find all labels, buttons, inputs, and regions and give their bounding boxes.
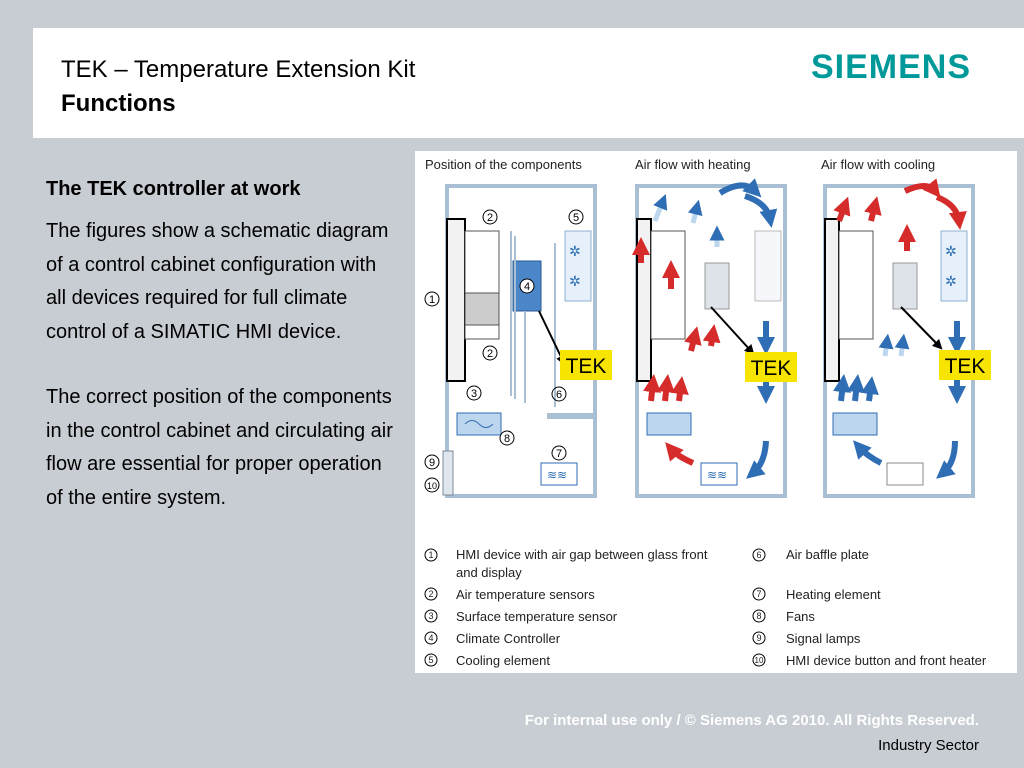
text-column: The TEK controller at work The figures s… [46,178,396,515]
cooling-element [564,230,592,302]
legend-item-6: Air baffle plate [786,547,869,562]
legend-item-4: Climate Controller [456,631,561,646]
hmi-device [446,218,466,382]
svg-text:9: 9 [756,633,761,643]
svg-text:10: 10 [755,656,764,665]
tek-label-1: TEK [560,350,612,380]
cooling-glyph: ✲ [569,243,581,259]
svg-text:≋≋: ≋≋ [707,468,727,482]
schematic-figure: Position of the components Air flow with… [415,151,1017,673]
callout-2: 2 [487,212,493,224]
legend-item-3: Surface temperature sensor [456,609,618,624]
svg-text:1: 1 [428,550,433,560]
legend-item-2: Air temperature sensors [456,587,595,602]
legend-item-10: HMI device button and front heater [786,653,987,668]
legend-item-9: Signal lamps [786,631,861,646]
signal-lamps [442,450,454,496]
legend-item-8: Fans [786,609,815,624]
callout-6: 6 [556,389,562,401]
svg-text:✲: ✲ [945,273,957,289]
cooling-glyph: ✲ [569,273,581,289]
panel-components: ✲ ✲ ≋≋ [442,184,597,498]
legend: 1 HMI device with air gap between glass … [424,547,987,668]
callout-4: 4 [524,281,530,293]
tek-label-3: TEK [939,350,991,380]
callout-3: 3 [471,388,477,400]
panel-title-heating: Air flow with heating [635,157,751,172]
air-baffle-plate [547,413,595,419]
panel-title-cooling: Air flow with cooling [821,157,935,172]
heating-element [540,462,578,486]
callout-10: 10 [427,481,437,491]
slide-subtitle: Functions [61,90,176,117]
svg-text:≋≋: ≋≋ [547,468,567,482]
legend-item-7: Heating element [786,587,881,602]
callout-5: 5 [573,212,579,224]
tek-label-2: TEK [745,352,797,382]
tek-label-text: TEK [566,355,607,378]
copyright-notice: For internal use only / © Siemens AG 201… [524,712,979,729]
section-heading: The TEK controller at work [46,178,301,200]
svg-text:3: 3 [428,611,433,621]
legend-item-1: HMI device with air gap between glass fr… [456,547,708,562]
svg-text:4: 4 [428,633,433,643]
panel-heating: ≋≋ [632,178,787,498]
paragraph-1: The figures show a schematic diagram of … [46,220,389,343]
slide-header: TEK – Temperature Extension Kit Function… [33,28,1024,138]
callout-9: 9 [429,457,435,469]
svg-text:8: 8 [756,611,761,621]
svg-text:✲: ✲ [945,243,957,259]
callout-7: 7 [556,448,562,460]
callout-1: 1 [429,294,435,306]
callout-2b: 2 [487,348,493,360]
panel-cooling: ✲ ✲ [823,178,975,498]
tek-label-text: TEK [751,357,792,380]
svg-text:5: 5 [428,655,433,665]
paragraph-2: The correct position of the components i… [46,386,393,509]
wiring [510,231,556,407]
legend-item-5: Cooling element [456,653,550,668]
callout-8: 8 [504,433,510,445]
industry-sector: Industry Sector [878,737,979,754]
panel-title-components: Position of the components [425,157,582,172]
svg-text:2: 2 [428,589,433,599]
siemens-logo: SIEMENS [811,48,972,86]
callouts: 1 2 2 3 4 5 6 7 8 9 10 [424,209,584,493]
svg-text:6: 6 [756,550,761,560]
svg-text:7: 7 [756,589,761,599]
tek-label-text: TEK [945,355,986,378]
legend-item-1-cont: and display [456,565,522,580]
slide-title: TEK – Temperature Extension Kit [61,56,416,83]
